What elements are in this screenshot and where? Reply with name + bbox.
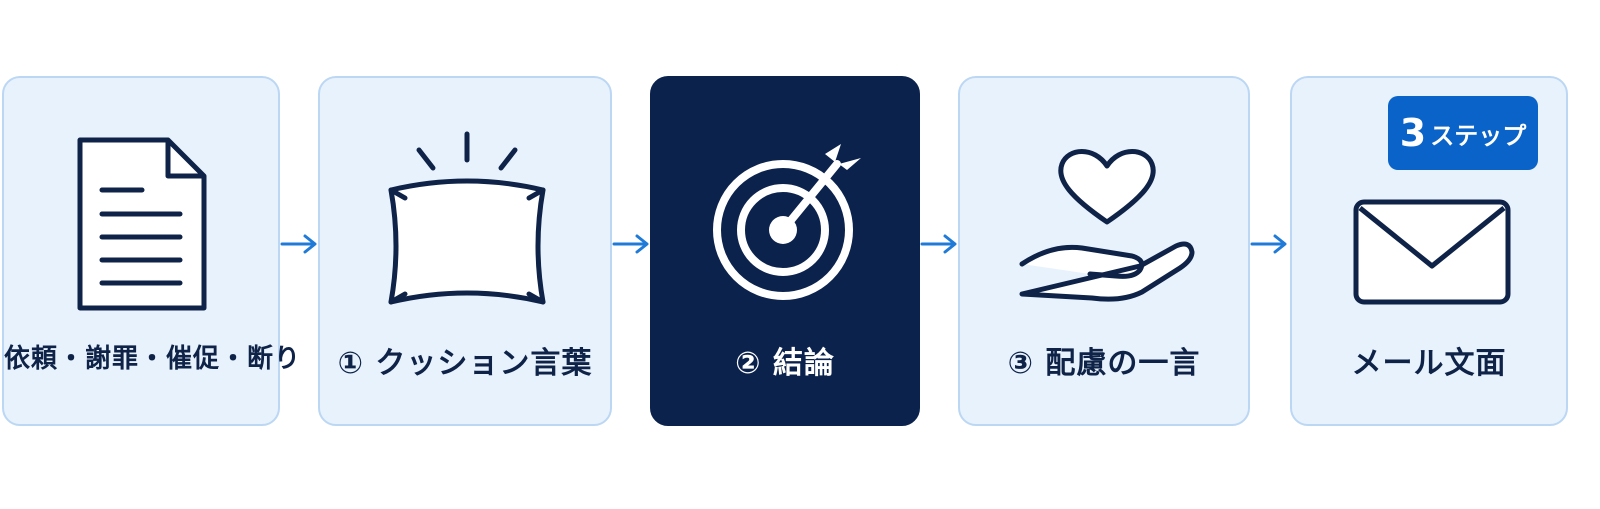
heart-hand-icon	[1019, 149, 1195, 302]
step-label: ① クッション言葉	[337, 346, 593, 381]
step-label: ③ 配慮の一言	[1007, 346, 1201, 381]
pillow-icon	[388, 131, 546, 305]
step-card-conclusion: ② 結論	[650, 76, 920, 426]
arrow-right-icon	[920, 234, 957, 254]
step-label: 依頼・謝罪・催促・断り	[4, 344, 302, 374]
badge-number: 3	[1399, 111, 1427, 155]
arrow-right-icon	[612, 234, 649, 254]
step-card-email-body: 3 ステップ メール文面	[1290, 76, 1568, 426]
arrow-right-icon	[1250, 234, 1287, 254]
three-steps-badge: 3 ステップ	[1388, 96, 1538, 170]
step-card-request-types: 依頼・謝罪・催促・断り	[2, 76, 302, 426]
badge-text: ステップ	[1430, 121, 1527, 150]
step-label: メール文面	[1351, 346, 1507, 381]
step-card-cushion-words: ① クッション言葉	[318, 76, 612, 426]
envelope-icon	[1353, 199, 1511, 305]
target-icon	[713, 144, 861, 300]
step-label: ② 結論	[735, 346, 835, 381]
document-icon	[77, 137, 207, 311]
arrow-right-icon	[280, 234, 317, 254]
step-card-consideration: ③ 配慮の一言	[958, 76, 1250, 426]
